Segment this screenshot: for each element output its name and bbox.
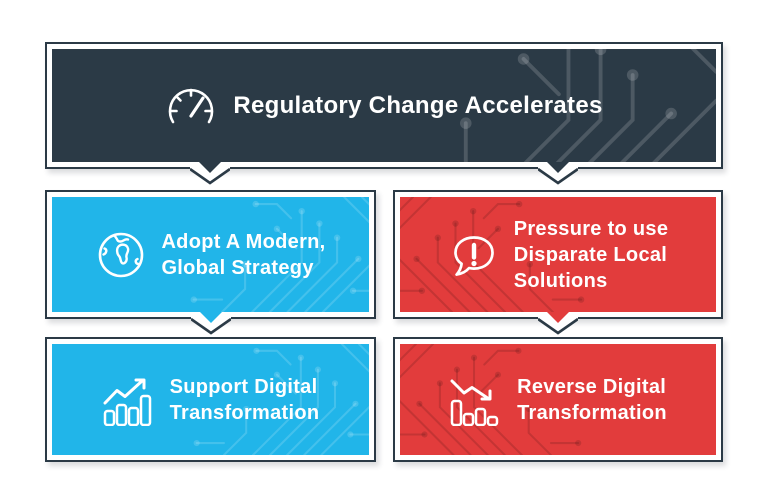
box-text: Reverse Digital Transformation — [517, 374, 667, 426]
box-support-digital-transformation: Support Digital Transformation — [45, 337, 376, 462]
alert-bubble-icon — [453, 235, 494, 276]
globe-icon — [99, 232, 144, 277]
header-box-fill: Regulatory Change Accelerates — [52, 49, 716, 162]
box-text: Adopt A Modern, Global Strategy — [161, 229, 325, 281]
box-text: Support Digital Transformation — [170, 374, 320, 426]
box-fill: Support Digital Transformation — [52, 344, 369, 455]
connector-arrow-down — [190, 162, 230, 185]
header-box: Regulatory Change Accelerates — [45, 42, 723, 185]
text-line: Pressure to use — [513, 217, 669, 240]
box-text: Pressure to use Disparate Local Solution… — [514, 216, 669, 294]
box-fill: Adopt A Modern, Global Strategy — [52, 197, 369, 312]
box-fill: Pressure to use Disparate Local Solution… — [400, 197, 716, 312]
header-title: Regulatory Change Accelerates — [233, 91, 603, 119]
chart-up-icon — [103, 378, 151, 426]
text-line: Transformation — [517, 401, 667, 424]
speedometer-icon — [169, 88, 214, 123]
text-line: Transformation — [169, 401, 320, 424]
text-line: Solutions — [513, 269, 608, 292]
box-disparate-local-solutions: Pressure to use Disparate Local Solution… — [393, 190, 723, 335]
box-reverse-digital-transformation: Reverse Digital Transformation — [393, 337, 723, 462]
box-fill: Reverse Digital Transformation — [400, 344, 716, 455]
text-line: Reverse Digital — [517, 375, 667, 398]
text-line: Adopt A Modern, — [161, 230, 326, 253]
text-line: Disparate Local — [513, 243, 668, 266]
connector-arrow-down — [538, 162, 578, 185]
connector-arrow-down — [538, 312, 578, 335]
text-line: Global Strategy — [161, 256, 314, 279]
box-adopt-global-strategy: Adopt A Modern, Global Strategy — [45, 190, 376, 335]
connector-arrow-down — [190, 312, 231, 335]
text-line: Support Digital — [169, 375, 318, 398]
chart-down-icon — [450, 379, 499, 426]
